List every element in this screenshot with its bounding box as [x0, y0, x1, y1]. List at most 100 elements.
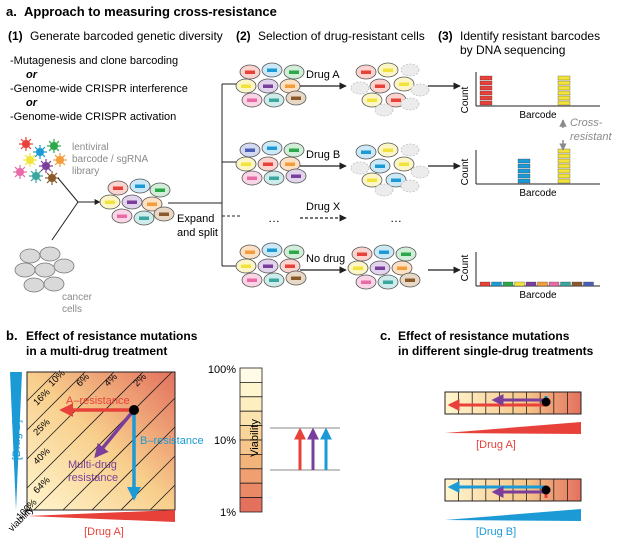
barcode-count-block — [479, 100, 493, 106]
barcode-count-block — [560, 281, 571, 287]
drug-x-label: Drug X — [306, 201, 341, 213]
hist-none-barcode-label: Barcode — [519, 290, 557, 301]
step1-label: Generate barcoded genetic diversity — [30, 29, 223, 43]
barcoded-cell — [377, 142, 399, 158]
barcoded-cell — [361, 172, 383, 188]
barcode-count-block — [557, 158, 571, 164]
drug-a-single-row — [444, 391, 582, 415]
drug-a-axis-label: [Drug A] — [84, 526, 124, 538]
row-a-drug-label: [Drug A] — [476, 439, 516, 451]
cancer-label-line1: cancer — [62, 292, 93, 303]
barcode-count-block — [557, 95, 571, 101]
barcode-count-block — [491, 281, 502, 287]
scale-tick-100: 100% — [208, 364, 236, 376]
scale-cell — [239, 367, 263, 383]
contour-line — [120, 455, 176, 511]
panel-a-title: Approach to measuring cross-resistance — [24, 4, 277, 19]
barcoded-cell — [393, 156, 415, 172]
barcode-count-block — [557, 173, 571, 179]
expand-label-line1: Expand — [177, 213, 214, 225]
method-crispri: -Genome-wide CRISPR interference — [10, 83, 188, 95]
barcode-count-block — [557, 168, 571, 174]
barcode-count-block — [557, 80, 571, 86]
virus-particle — [23, 153, 37, 167]
panel-c-title-line1: Effect of resistance mutations — [398, 329, 570, 343]
merge-connector — [51, 177, 101, 241]
method-or-2: or — [26, 97, 38, 109]
barcoded-cell — [99, 194, 121, 210]
barcoded-cell — [355, 274, 377, 290]
panel-b-letter: b. — [6, 328, 18, 343]
barcode-count-block — [557, 163, 571, 169]
histogram-drug-a — [475, 72, 600, 107]
cross-label-line1: Cross- — [570, 117, 603, 129]
panel-b-title-line2: in a multi-drug treatment — [26, 344, 167, 358]
b-resistance-label: B–resistance — [140, 435, 204, 447]
barcoded-cell — [239, 244, 261, 260]
panel-a-letter: a. — [6, 4, 17, 19]
barcode-count-block — [479, 95, 493, 101]
barcode-count-block — [479, 80, 493, 86]
barcode-count-block — [479, 75, 493, 81]
scale-tick-1: 1% — [220, 507, 236, 519]
viability-axis-label: Viability — [249, 419, 261, 457]
barcode-count-block — [517, 158, 531, 164]
row-b-drug-wedge — [445, 509, 581, 521]
step1-number: (1) — [8, 29, 23, 43]
barcoded-cell — [361, 92, 383, 108]
contour-line — [26, 371, 86, 431]
scale-tick-10: 10% — [214, 435, 236, 447]
dead-cell — [410, 83, 430, 97]
method-or-1: or — [26, 69, 38, 81]
barcode-count-block — [517, 168, 531, 174]
barcode-count-block — [479, 281, 491, 287]
virus-particle — [39, 159, 53, 173]
histogram-no-drug — [475, 252, 600, 287]
barcoded-cell — [257, 78, 279, 94]
hist-a-count-label: Count — [460, 86, 471, 113]
cancer-cells-cluster — [14, 246, 75, 293]
barcoded-cell — [149, 182, 171, 198]
multi-resistance-arrow — [94, 408, 136, 459]
barcoded-cell — [241, 272, 263, 288]
lentiviral-library-icon — [13, 137, 67, 185]
a-resistance-label: A–resistance — [66, 395, 130, 407]
barcoded-cell — [133, 210, 155, 226]
method-mutagenesis: -Mutagenesis and clone barcoding — [10, 55, 178, 67]
dead-cell — [400, 179, 420, 193]
barcoded-cell — [355, 64, 377, 80]
panel-b-title-line1: Effect of resistance mutations — [26, 329, 198, 343]
dead-cell — [400, 143, 420, 157]
virus-particle — [19, 137, 33, 151]
method-crispra: -Genome-wide CRISPR activation — [10, 111, 176, 123]
virus-particle — [45, 171, 59, 185]
barcoded-cell — [347, 260, 369, 276]
step3-label-line2: by DNA sequencing — [460, 43, 565, 57]
hist-none-count-label: Count — [460, 254, 471, 281]
multi-resistance-label-line2: resistance — [68, 472, 118, 484]
barcoded-cell — [235, 156, 257, 172]
ellipsis-right: … — [390, 211, 402, 225]
contour-line — [149, 484, 176, 511]
barcoded-cell — [399, 272, 421, 288]
barcoded-cell — [385, 172, 407, 188]
barcoded-cell — [121, 194, 143, 210]
drug-b-single-row — [444, 478, 582, 502]
barcoded-cell — [283, 142, 305, 158]
drug-a-label: Drug A — [306, 69, 340, 81]
barcoded-cell — [257, 156, 279, 172]
virus-particle — [33, 145, 47, 159]
barcode-count-block — [557, 85, 571, 91]
barcode-count-block — [557, 153, 571, 159]
barcoded-cell — [257, 258, 279, 274]
expand-label-line2: and split — [177, 227, 218, 239]
barcoded-cell — [391, 260, 413, 276]
barcoded-cell — [241, 92, 263, 108]
dead-cell — [374, 183, 394, 197]
barcode-count-block — [571, 281, 583, 287]
drug-b-axis-label: [Drug B] — [11, 420, 23, 460]
barcoded-cell — [263, 272, 285, 288]
no-drug-label: No drug — [306, 253, 345, 265]
barcode-count-block — [517, 173, 531, 179]
